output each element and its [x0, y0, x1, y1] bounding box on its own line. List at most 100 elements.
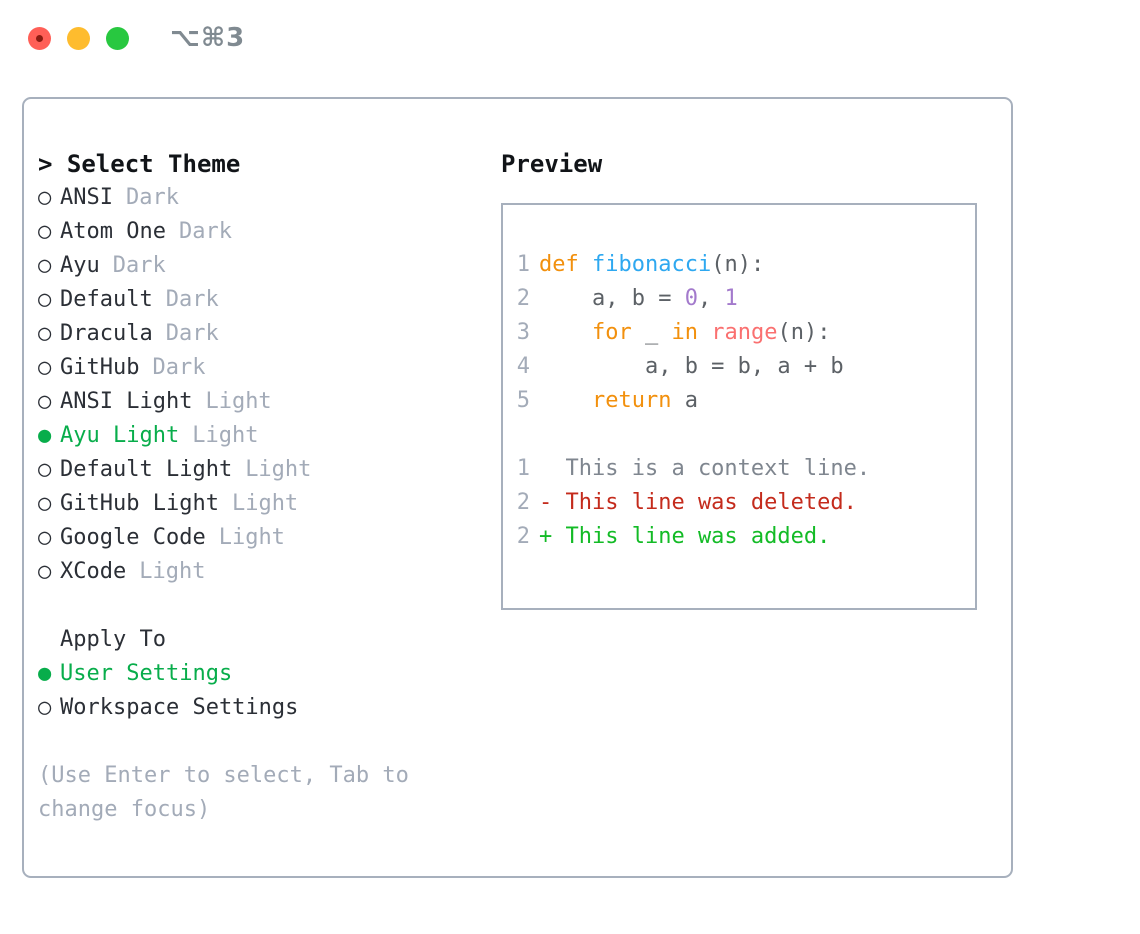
code-line-number: 1 [516, 252, 530, 277]
code-token-keyword: return [591, 388, 672, 413]
diff-line-content: + This line was added. [539, 524, 831, 549]
theme-option-kind: Dark [165, 287, 219, 312]
diff-line-deleted: 2 - This line was deleted. [503, 486, 975, 520]
code-line: 5 return a [503, 384, 975, 418]
theme-option-label: ANSI Light [60, 389, 193, 414]
code-line-content: for _ in range(n): [539, 316, 830, 350]
theme-option-kind: Light [245, 457, 312, 482]
theme-option-kind: Light [205, 389, 272, 414]
code-line: 4 a, b = b, a + b [503, 350, 975, 384]
radio-unselected-icon: ○ [38, 355, 52, 380]
maximize-window-button[interactable] [106, 27, 129, 50]
select-theme-header: > Select Theme [38, 150, 241, 178]
theme-option-github[interactable]: ○ GitHub Dark [38, 351, 478, 385]
window-title: ⌥⌘3 [170, 23, 246, 53]
code-line: 1 def fibonacci(n): [503, 248, 975, 282]
code-token-keyword: def [539, 252, 592, 277]
theme-option-label: ANSI [60, 185, 113, 210]
diff-line-content: This is a context line. [539, 456, 871, 481]
radio-selected-icon: ● [38, 423, 52, 448]
theme-option-kind: Light [192, 423, 259, 448]
code-line-number: 3 [516, 320, 530, 345]
diff-line-number: 2 [516, 524, 530, 549]
theme-option-kind: Light [231, 491, 299, 516]
close-window-button[interactable] [28, 27, 51, 50]
theme-option-default-light[interactable]: ○ Default Light Light [38, 453, 478, 487]
diff-line-content: - This line was deleted. [539, 490, 857, 515]
theme-option-label: Ayu [60, 253, 100, 278]
apply-to-section: Apply To ● User Settings ○ Workspace Settin… [38, 623, 478, 725]
code-token-plain: _ [631, 320, 672, 345]
code-line-content: a, b = 0, 1 [539, 282, 738, 316]
theme-option-ansi-light[interactable]: ○ ANSI Light Light [38, 385, 478, 419]
apply-to-option-label: User Settings [60, 661, 233, 686]
code-token-function: fibonacci [591, 252, 712, 277]
keyboard-hint-text: (Use Enter to select, Tab to change focu… [38, 763, 423, 822]
radio-unselected-icon: ○ [38, 389, 52, 414]
theme-option-ayu[interactable]: ○ Ayu Dark [38, 249, 478, 283]
theme-option-label: Ayu Light [60, 423, 180, 448]
radio-unselected-icon: ○ [38, 457, 52, 482]
apply-to-list: ● User Settings ○ Workspace Settings [38, 657, 478, 725]
theme-option-label: GitHub [60, 355, 140, 380]
title-bar: ⌥⌘3 [0, 0, 1140, 78]
radio-unselected-icon: ○ [38, 253, 52, 278]
apply-to-option-label: Workspace Settings [60, 695, 299, 720]
theme-option-xcode[interactable]: ○ XCode Light [38, 555, 478, 589]
diff-line-number: 1 [516, 456, 530, 481]
theme-option-label: Dracula [60, 321, 153, 346]
code-token-plain: , [697, 286, 725, 311]
radio-unselected-icon: ○ [38, 185, 52, 210]
code-token-plain: (n): [777, 320, 831, 345]
theme-option-google-code[interactable]: ○ Google Code Light [38, 521, 478, 555]
theme-option-kind: Dark [152, 355, 206, 380]
theme-option-kind: Dark [112, 253, 166, 278]
code-token-plain: (n): [711, 252, 765, 277]
radio-unselected-icon: ○ [38, 287, 52, 312]
radio-unselected-icon: ○ [38, 695, 52, 720]
apply-to-option-workspace-settings[interactable]: ○ Workspace Settings [38, 691, 478, 725]
code-diff-separator [503, 418, 975, 452]
code-token-plain [539, 320, 592, 345]
theme-option-label: GitHub Light [60, 491, 219, 516]
radio-unselected-icon: ○ [38, 491, 52, 516]
minimize-window-button[interactable] [67, 27, 90, 50]
radio-unselected-icon: ○ [38, 559, 52, 584]
theme-option-kind: Light [218, 525, 285, 550]
theme-option-dracula[interactable]: ○ Dracula Dark [38, 317, 478, 351]
code-line: 3 for _ in range(n): [503, 316, 975, 350]
theme-option-github-light[interactable]: ○ GitHub Light Light [38, 487, 478, 521]
radio-unselected-icon: ○ [38, 525, 52, 550]
diff-line-context: 1 This is a context line. [503, 452, 975, 486]
code-token-keyword: for [591, 320, 632, 345]
code-line-number: 5 [516, 388, 530, 413]
theme-option-label: Default [60, 287, 153, 312]
theme-option-label: Google Code [60, 525, 206, 550]
radio-unselected-icon: ○ [38, 219, 52, 244]
theme-option-label: XCode [60, 559, 127, 584]
code-line: 2 a, b = 0, 1 [503, 282, 975, 316]
diff-line-number: 2 [516, 490, 530, 515]
code-line-number: 2 [516, 286, 530, 311]
theme-option-label: Default Light [60, 457, 233, 482]
code-line-content: def fibonacci(n): [539, 248, 764, 282]
apply-to-header: Apply To [60, 627, 166, 652]
preview-header: Preview [501, 150, 603, 178]
theme-option-default[interactable]: ○ Default Dark [38, 283, 478, 317]
code-token-plain: a, b = [539, 286, 685, 311]
code-token-plain [539, 388, 592, 413]
theme-option-ayu-light[interactable]: ● Ayu Light Light [38, 419, 478, 453]
radio-unselected-icon: ○ [38, 321, 52, 346]
theme-option-kind: Light [139, 559, 206, 584]
theme-option-kind: Dark [165, 321, 219, 346]
apply-to-option-user-settings[interactable]: ● User Settings [38, 657, 478, 691]
radio-selected-icon: ● [38, 661, 52, 686]
